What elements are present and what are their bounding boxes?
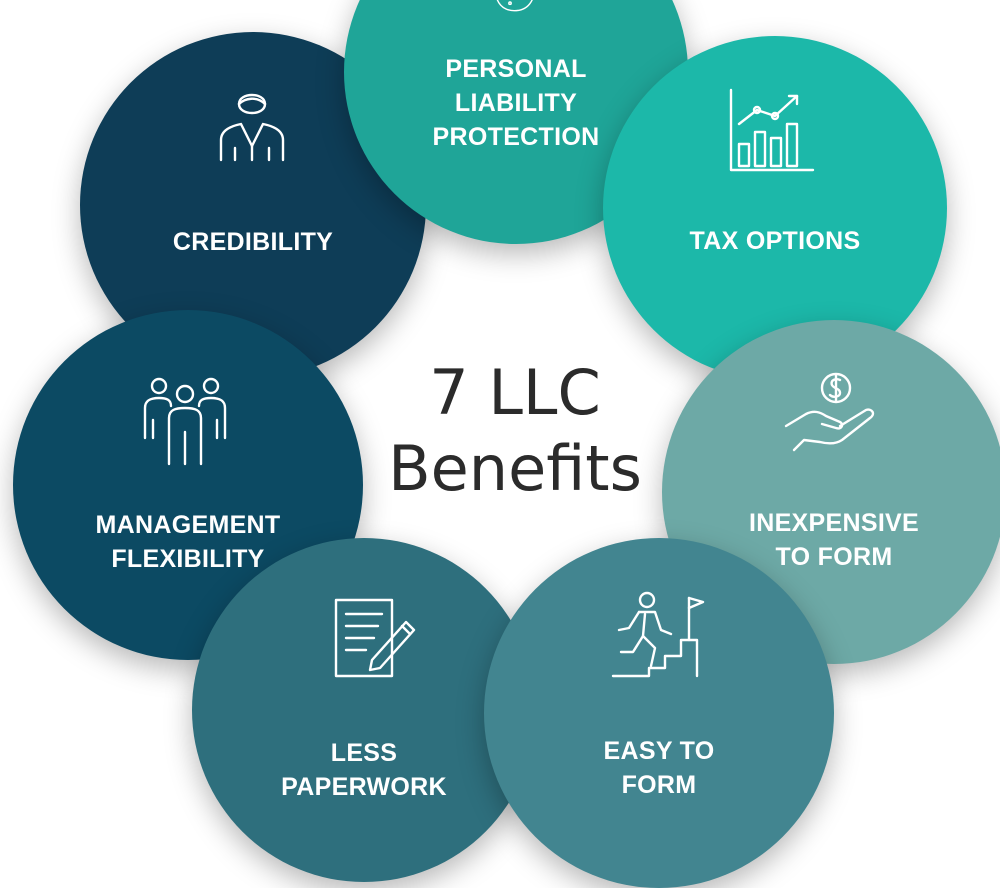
business-person-icon bbox=[219, 93, 285, 162]
benefit-label-easy-to-form: EASY TO FORM bbox=[603, 737, 715, 799]
climbing-stairs-flag-icon bbox=[611, 591, 705, 678]
benefit-circle-easy-to-form: EASY TO FORM bbox=[484, 538, 834, 888]
hand-holding-dollar-icon bbox=[784, 372, 875, 452]
title-line-2: Benefits bbox=[388, 432, 642, 505]
benefit-label-inexpensive-to-form: INEXPENSIVE TO FORM bbox=[748, 509, 920, 571]
diagram-title: 7 LLC Benefits bbox=[355, 355, 675, 507]
bar-chart-growth-icon bbox=[729, 88, 815, 172]
team-people-icon bbox=[143, 377, 227, 466]
piggy-bank-icon bbox=[496, 0, 533, 12]
benefit-label-credibility: CREDIBILITY bbox=[172, 228, 334, 256]
benefit-label-less-paperwork: LESS PAPERWORK bbox=[281, 739, 447, 801]
benefit-circle-management-flexibility: MANAGEMENT FLEXIBILITY bbox=[13, 310, 363, 660]
benefit-circle-less-paperwork: LESS PAPERWORK bbox=[192, 538, 536, 882]
benefit-label-management-flexibility: MANAGEMENT FLEXIBILITY bbox=[95, 511, 281, 573]
benefit-circle-inexpensive-to-form: INEXPENSIVE TO FORM bbox=[662, 320, 1000, 664]
benefit-label-tax-options: TAX OPTIONS bbox=[689, 227, 861, 255]
title-line-1: 7 LLC bbox=[429, 356, 601, 429]
document-pen-icon bbox=[334, 598, 416, 678]
benefit-circle-tax-options: TAX OPTIONS bbox=[603, 36, 947, 380]
benefit-label-personal-liability: PERSONAL LIABILITY PROTECTION bbox=[432, 55, 600, 151]
